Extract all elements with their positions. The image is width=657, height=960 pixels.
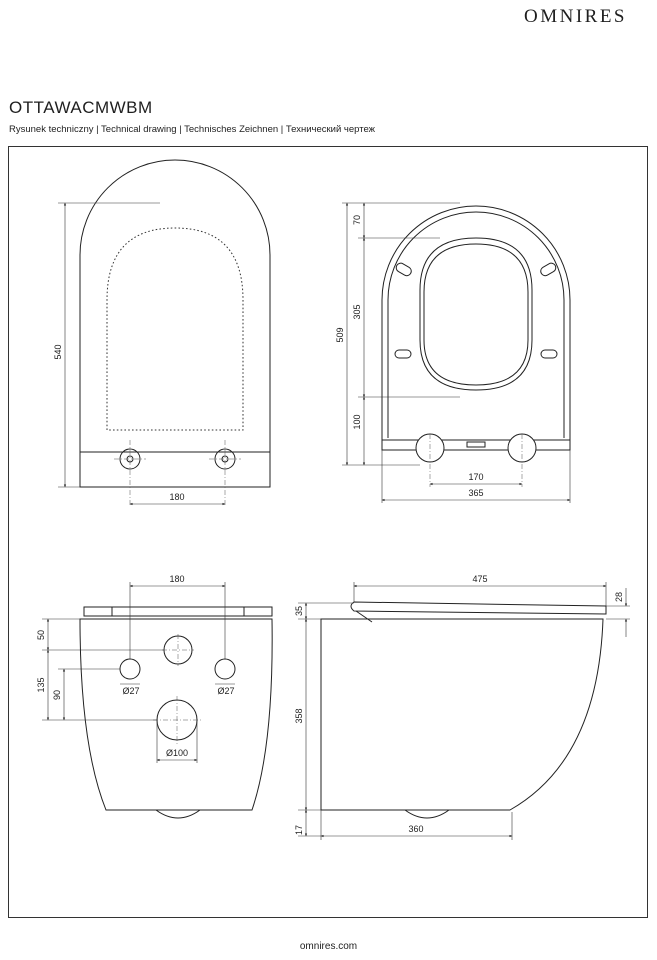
dim-seat-inner: 305 [352,304,362,319]
top-view: 540 180 [53,159,271,507]
dim-side-top-offset: 35 [294,606,304,616]
side-view: 475 28 35 358 17 360 [294,574,630,840]
dim-front-fixing-spacing: 180 [169,574,184,584]
dim-front-fixing-dia-right: Ø27 [217,686,234,696]
dim-front-top-offset: 50 [36,630,46,640]
dim-top-spacing: 180 [169,492,184,502]
brand-logo: OMNIRES [523,6,627,27]
dim-side-bottom-offset: 17 [294,825,304,835]
dim-seat-width: 365 [468,488,483,498]
dim-seat-fixing-spacing: 170 [468,472,483,482]
model-title: OTTAWACMWBM [9,98,153,117]
dim-front-fixing-height: 90 [52,690,62,700]
dim-seat-top-offset: 70 [352,215,362,225]
dim-side-depth: 360 [408,824,423,834]
drawing-frame [8,146,648,918]
seat-view: 70 305 509 100 170 365 [335,202,571,503]
dim-side-body-height: 358 [294,708,304,723]
dim-seat-total: 509 [335,327,345,342]
dim-side-seat-height: 28 [614,592,624,602]
drawing-subtitle: Rysunek techniczny | Technical drawing |… [9,124,376,135]
dim-front-fixing-dia-left: Ø27 [122,686,139,696]
dim-front-inlet-height: 135 [36,677,46,692]
footer-website[interactable]: omnires.com [299,941,358,952]
dim-top-length: 540 [53,344,63,359]
front-view: 180 50 135 90 Ø27 Ø27 Ø100 [36,574,273,819]
dim-side-total-length: 475 [472,574,487,584]
dim-front-outlet-dia: Ø100 [166,748,188,758]
dim-seat-rear-offset: 100 [352,414,362,429]
